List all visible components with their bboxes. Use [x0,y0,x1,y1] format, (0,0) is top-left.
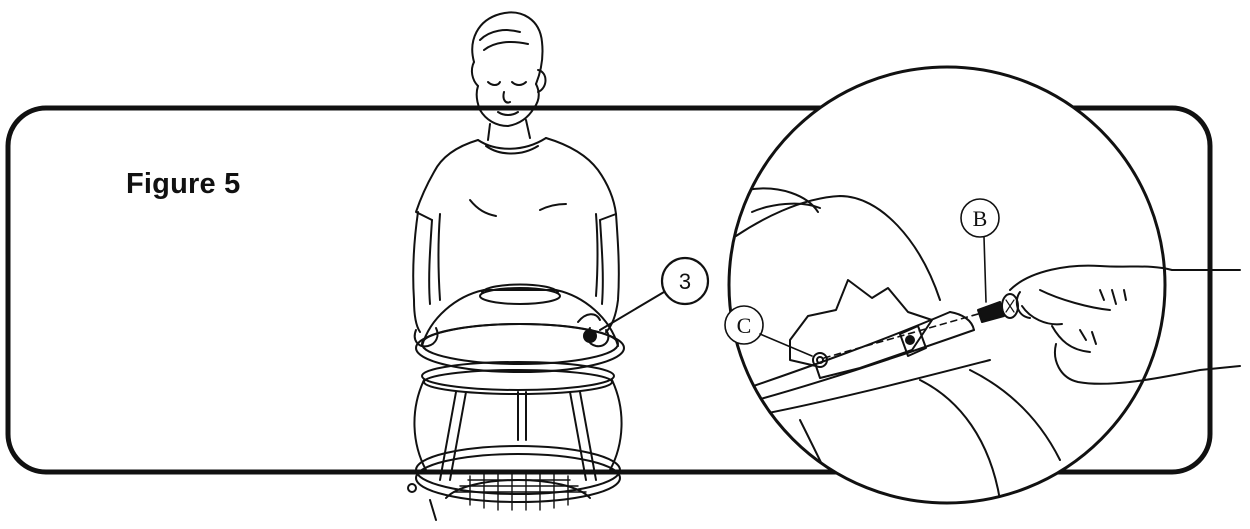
figure-title: Figure 5 [126,168,240,201]
hardware-b-label: B [973,206,988,231]
hardware-c-label: C [737,313,752,338]
part-number-label: 3 [679,269,691,294]
